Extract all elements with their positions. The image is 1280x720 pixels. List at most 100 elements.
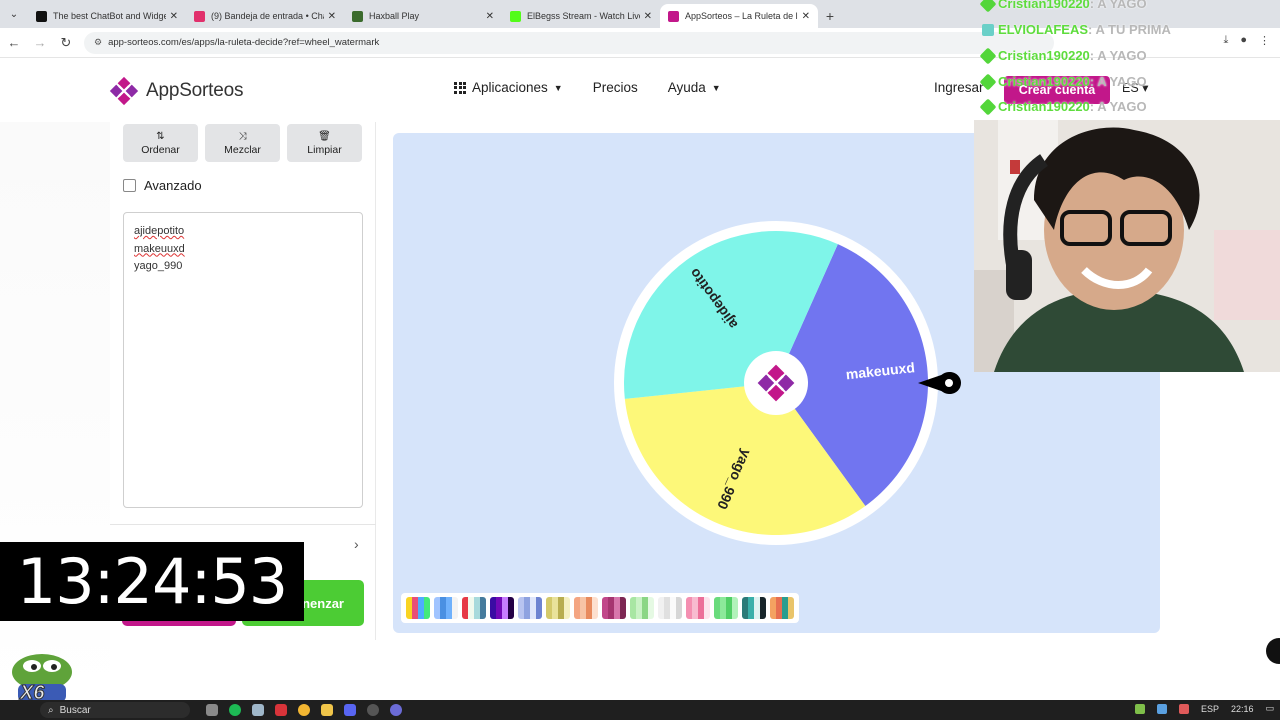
tab-close-icon[interactable]: ✕ [327,10,336,22]
back-arrow-icon[interactable]: ← [7,35,21,50]
sort-icon: ⇅ [156,130,165,142]
spotify-icon[interactable] [229,704,241,716]
palette-swatch[interactable] [406,597,430,619]
browser-tab-4[interactable]: AppSorteos – La Ruleta de la Su ✕ [660,4,818,28]
tab-label: AppSorteos – La Ruleta de la Su [685,11,798,21]
chat-text: : A YAGO [1089,74,1147,89]
tray-app-icon[interactable] [1156,703,1167,714]
chat-username: Cristian190220 [998,0,1090,11]
site-info-icon[interactable]: ⚙ [94,37,103,47]
palette-swatch[interactable] [546,597,570,619]
notes-icon[interactable] [252,704,264,716]
chat-badge-icon [979,47,997,64]
nav-help[interactable]: Ayuda ▼ [668,80,721,95]
palette-swatch[interactable] [770,597,794,619]
palette-swatch[interactable] [602,597,626,619]
palette-swatch[interactable] [574,597,598,619]
palette-swatch[interactable] [490,597,514,619]
tray-app-icon[interactable] [1178,703,1189,714]
color-palette [401,593,799,623]
tab-favicon-icon [194,10,205,22]
obs-icon[interactable] [367,704,379,716]
palette-swatch[interactable] [742,597,766,619]
url-field[interactable]: ⚙ app-sorteos.com/es/apps/la-ruleta-deci… [84,31,1054,54]
tab-favicon-icon [668,10,679,22]
tab-label: The best ChatBot and Widgets [53,11,166,21]
app-icon[interactable] [390,704,402,716]
sort-button[interactable]: ⇅ Ordenar [123,124,198,162]
chat-message: Cristian190220 : A YAGO [979,98,1147,115]
browser-tab-3[interactable]: ElBegss Stream - Watch Live on ✕ [502,4,660,28]
url-text: app-sorteos.com/es/apps/la-ruleta-decide… [108,37,380,48]
login-link[interactable]: Ingresar [934,80,984,95]
tab-close-icon[interactable]: ✕ [169,10,178,22]
chat-badge-icon [979,73,997,90]
profile-icon[interactable]: ● [1240,34,1247,46]
palette-swatch[interactable] [714,597,738,619]
wheel-segment [776,244,928,506]
palette-swatch[interactable] [434,597,458,619]
reload-icon[interactable]: ↻ [60,34,72,50]
palette-swatch[interactable] [686,597,710,619]
hub-logo-cross [768,375,784,391]
forward-arrow-icon[interactable]: → [33,35,47,50]
nav-pricing[interactable]: Precios [593,80,638,95]
browser-tab-2[interactable]: Haxball Play ✕ [344,4,502,28]
chevron-right-icon[interactable]: › [354,536,359,552]
palette-swatch[interactable] [658,597,682,619]
chevron-down-icon: ▼ [711,82,721,93]
chat-text: : A TU PRIMA [1088,22,1171,37]
sort-label: Ordenar [141,143,180,156]
pepe-emote-icon [12,654,72,702]
entries-textarea[interactable]: ajidepotito makeuuxd yago_990 [123,212,363,508]
menu-dots-icon[interactable]: ⋮ [1259,35,1270,47]
language-selector[interactable]: ES ▾ [1122,81,1149,95]
taskbar-search-label: Buscar [59,704,91,716]
entries-toolbar: ⇅ Ordenar ⤨ Mezclar 🗑 Limpiar [123,124,362,162]
taskbar-search[interactable]: ⌕ Buscar [40,702,190,718]
signup-button[interactable]: Crear cuenta [1004,76,1110,104]
system-tray: ESP 22:16 ▭ [1134,703,1274,714]
chat-text: : A YAGO [1089,0,1147,11]
tray-language[interactable]: ESP [1200,703,1219,714]
download-icon[interactable]: ⤓ [1223,34,1229,46]
advanced-label: Avanzado [144,178,202,193]
browser-tab-bar: ⌄ The best ChatBot and Widgets ✕ (9) Ban… [0,0,1280,28]
folder-icon[interactable] [321,704,333,716]
trash-icon: 🗑 [318,130,331,142]
wheel-pointer [918,372,961,394]
browser-tab-0[interactable]: The best ChatBot and Widgets ✕ [28,4,186,28]
palette-swatch[interactable] [630,597,654,619]
tray-app-icon[interactable] [1134,703,1145,714]
chat-badge-icon [979,98,997,115]
discord-icon[interactable] [344,704,356,716]
chat-message: Cristian190220 : A YAGO [979,73,1147,90]
new-tab-icon[interactable]: + [825,8,835,24]
tab-search-chevron-icon[interactable]: ⌄ [9,8,19,20]
shuffle-button[interactable]: ⤨ Mezclar [205,124,280,162]
clear-button[interactable]: 🗑 Limpiar [287,124,362,162]
chevron-down-icon: ▼ [553,82,563,93]
advanced-checkbox[interactable] [123,179,136,192]
tab-close-icon[interactable]: ✕ [485,10,494,22]
tray-clock[interactable]: 22:16 [1230,703,1254,714]
nav-apps[interactable]: Aplicaciones ▼ [454,80,563,95]
appsorteos-logo[interactable]: AppSorteos [108,75,243,107]
task-view-icon[interactable] [206,704,218,716]
chrome-icon[interactable] [298,704,310,716]
browser-tab-1[interactable]: (9) Bandeja de entrada • Chats ✕ [186,4,344,28]
chat-username: Cristian190220 [998,74,1090,89]
chat-username: Cristian190220 [998,99,1090,114]
tab-close-icon[interactable]: ✕ [643,10,652,22]
tab-close-icon[interactable]: ✕ [801,10,810,22]
palette-swatch[interactable] [518,597,542,619]
floating-action-button[interactable] [1266,638,1280,664]
notifications-icon[interactable]: ▭ [1265,703,1274,713]
tab-favicon-icon [510,10,521,22]
red-app-icon[interactable] [275,704,287,716]
apps-grid-icon [454,81,466,94]
palette-swatch[interactable] [462,597,486,619]
advanced-toggle[interactable]: Avanzado [123,178,202,193]
nav-pricing-label: Precios [592,80,638,95]
